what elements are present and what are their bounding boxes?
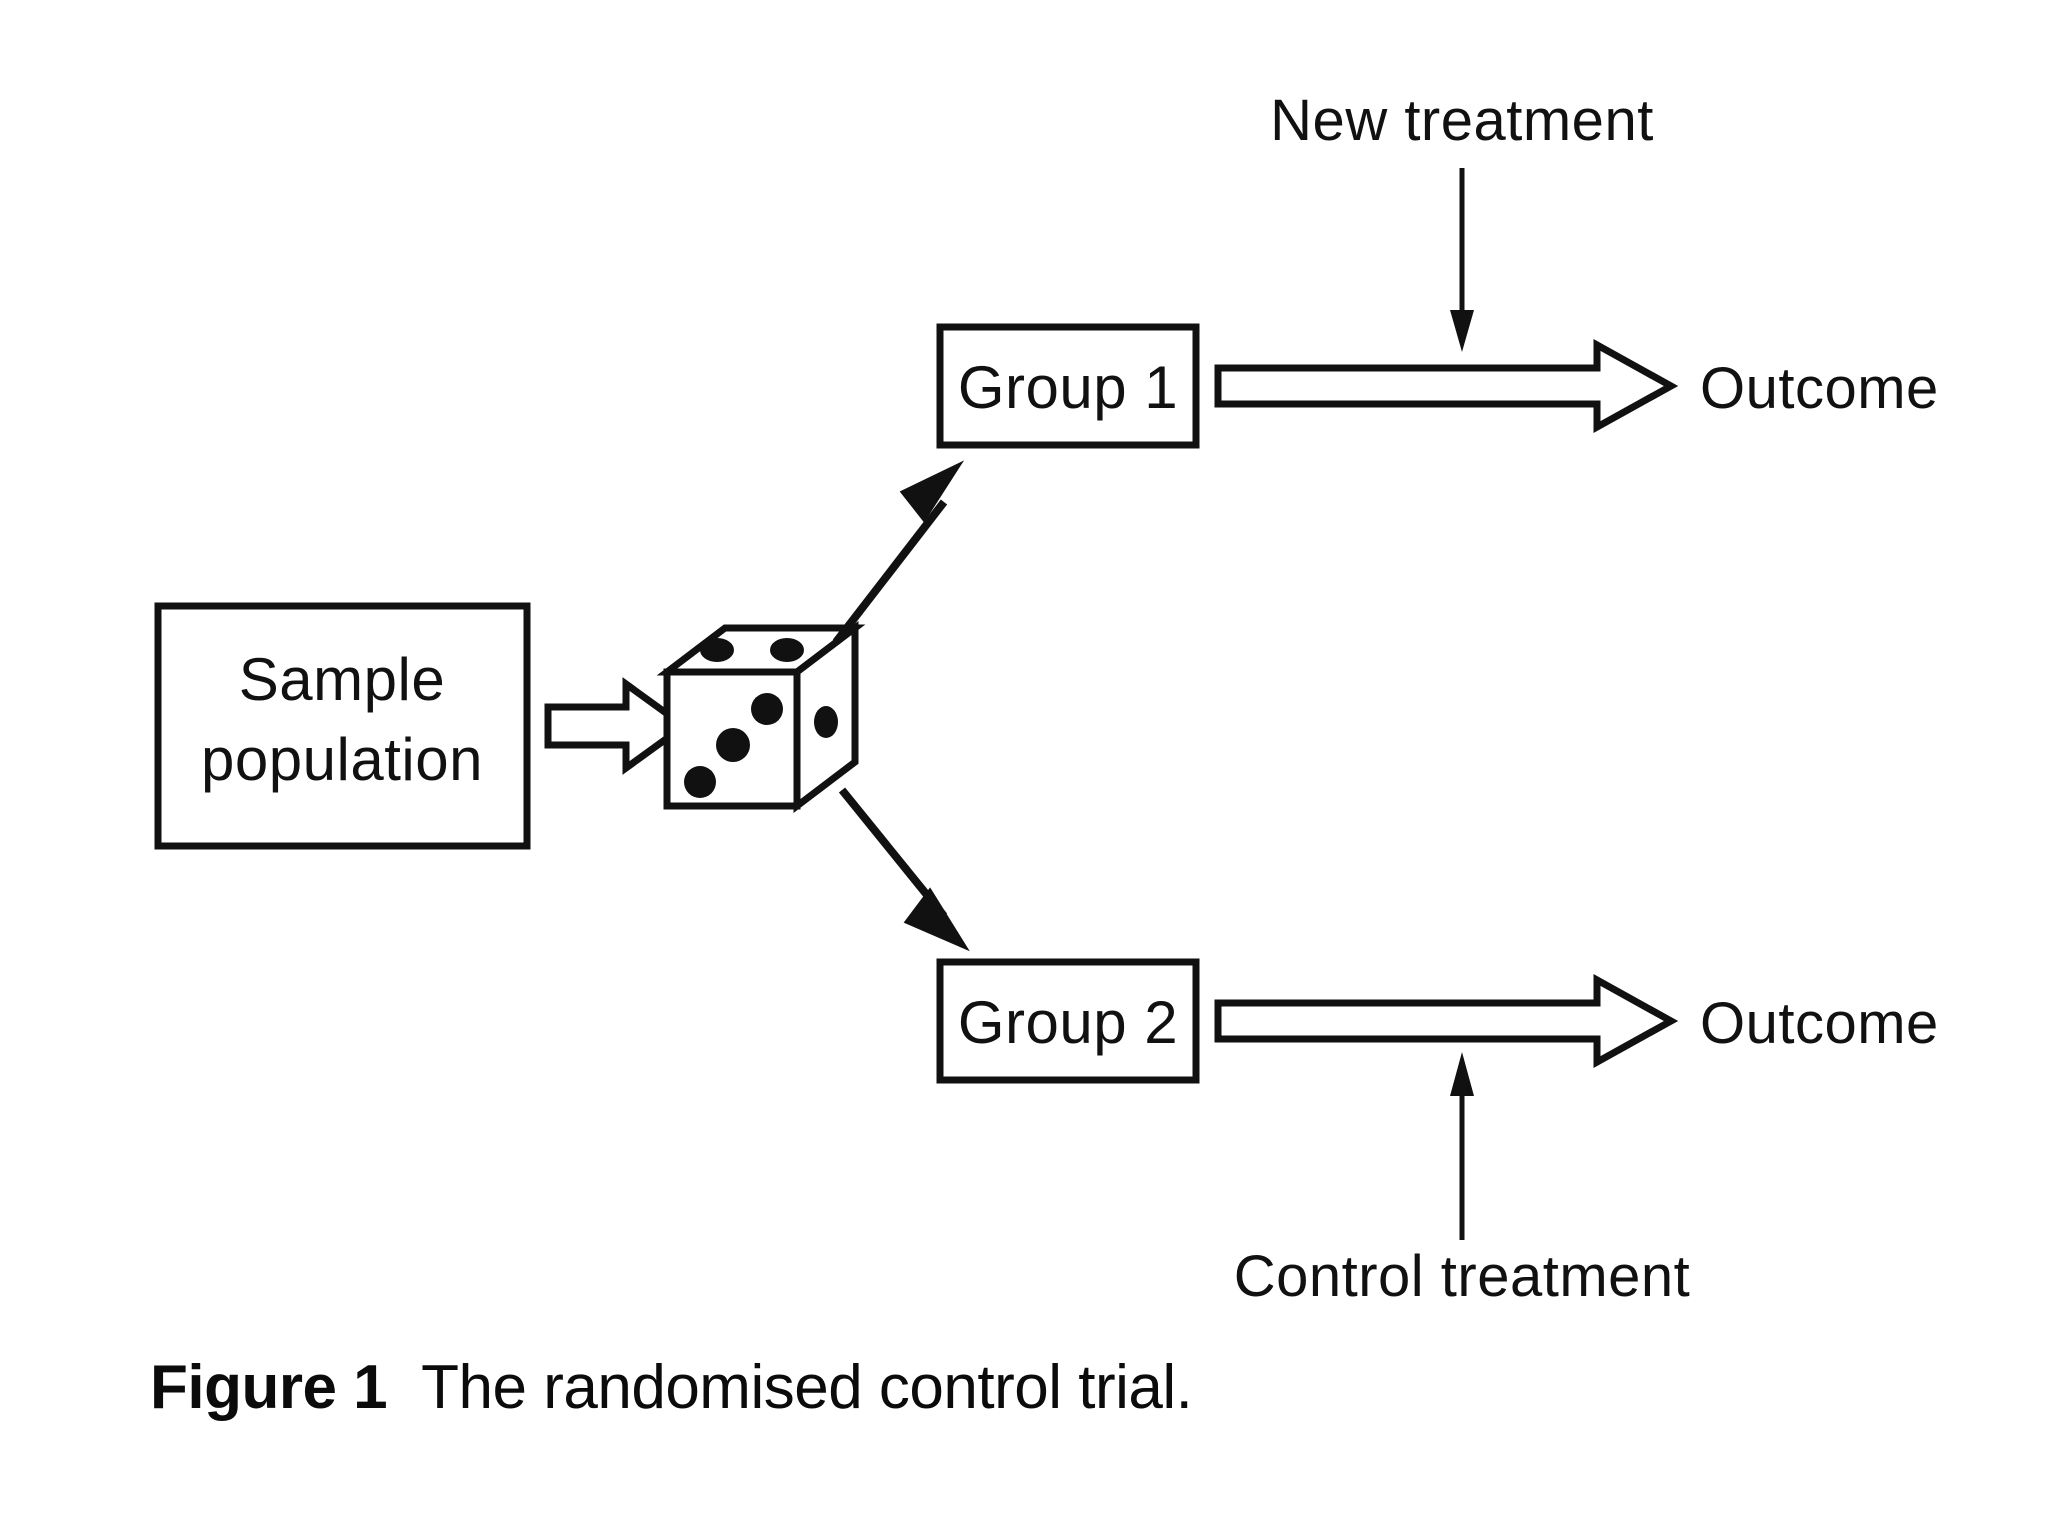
die-pip-front-3 bbox=[751, 693, 783, 725]
arrow-new-treatment-down bbox=[1450, 168, 1474, 352]
hollow-block-arrow-shape bbox=[544, 677, 690, 775]
new-treatment-arrow-head bbox=[1450, 310, 1474, 352]
control-treatment-label: Control treatment bbox=[1234, 1244, 1691, 1309]
outcome-1-label: Outcome bbox=[1700, 356, 1939, 421]
node-group-2: Group 2 bbox=[936, 958, 1200, 1084]
group-2-box bbox=[936, 958, 1200, 1084]
sample-population-label-line2: population bbox=[201, 726, 483, 793]
node-sample-population: Sample population bbox=[154, 602, 531, 850]
sample-population-box bbox=[154, 602, 531, 850]
control-treatment-arrow-head bbox=[1450, 1052, 1474, 1096]
hollow-block-arrow-shape bbox=[1214, 974, 1679, 1068]
node-randomiser-die bbox=[656, 620, 866, 814]
die-pip-top-2 bbox=[770, 638, 804, 662]
new-treatment-label: New treatment bbox=[1270, 88, 1654, 153]
arrow-die-to-group1 bbox=[832, 460, 965, 645]
die-pip-top-1 bbox=[700, 638, 734, 662]
arrow-die-to-group1-shaft bbox=[832, 499, 948, 645]
group-1-label: Group 1 bbox=[958, 354, 1178, 421]
die-pip-front-2 bbox=[716, 728, 750, 762]
arrow-group1-to-outcome bbox=[1214, 339, 1679, 433]
node-group-1: Group 1 bbox=[936, 323, 1200, 449]
die-pip-front-1 bbox=[684, 766, 716, 798]
group-2-label: Group 2 bbox=[958, 989, 1178, 1056]
figure-caption-text: The randomised control trial. bbox=[421, 1353, 1193, 1422]
hollow-block-arrow-shape bbox=[1214, 339, 1679, 433]
arrow-control-treatment-up bbox=[1450, 1052, 1474, 1240]
figure-caption-label: Figure 1 bbox=[150, 1353, 388, 1422]
die-pip-right-1 bbox=[814, 706, 838, 738]
figure-caption: Figure 1 The randomised control trial. bbox=[150, 1352, 1193, 1423]
arrow-die-to-group2 bbox=[838, 787, 970, 952]
outcome-2-label: Outcome bbox=[1700, 991, 1939, 1056]
arrow-sample-to-die bbox=[544, 677, 690, 775]
group-1-box bbox=[936, 323, 1200, 449]
arrow-die-to-group1-head bbox=[899, 460, 965, 523]
arrow-die-to-group2-head bbox=[903, 887, 970, 952]
arrow-group2-to-outcome bbox=[1214, 974, 1679, 1068]
sample-population-label-line1: Sample bbox=[239, 646, 445, 713]
